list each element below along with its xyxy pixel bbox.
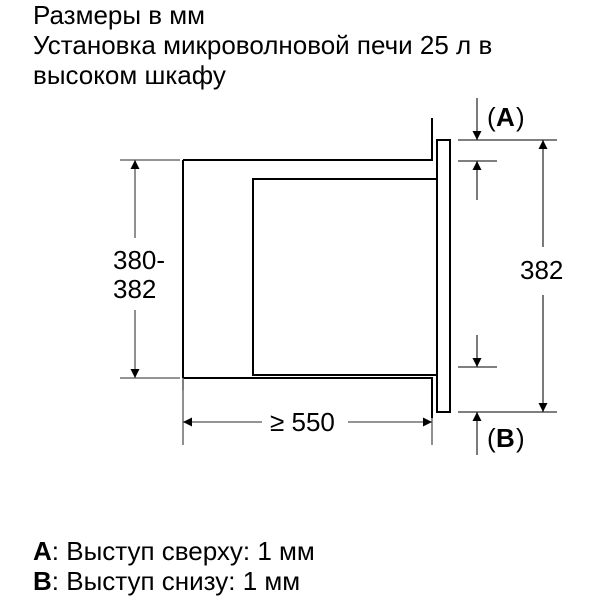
marker-a-close-paren: ) — [516, 102, 525, 132]
niche-depth-label: ≥ 550 — [270, 407, 335, 437]
cabinet-outline — [182, 118, 433, 418]
niche-height-dimension — [120, 159, 184, 390]
panel-height-label: 382 — [520, 255, 563, 285]
legend: A: Выступ сверху: 1 мм B: Выступ снизу: … — [33, 536, 315, 596]
title-line-description-cont: высоком шкафу — [33, 60, 226, 90]
legend-key-b: B — [33, 566, 52, 596]
legend-text-b: : Выступ снизу: 1 мм — [51, 566, 301, 596]
legend-item-b: B: Выступ снизу: 1 мм — [33, 566, 315, 596]
title-line-units: Размеры в мм — [33, 0, 206, 30]
microwave-body — [252, 178, 437, 376]
legend-item-a: A: Выступ сверху: 1 мм — [33, 536, 315, 566]
front-panel — [436, 139, 451, 413]
legend-text-a: : Выступ сверху: 1 мм — [51, 536, 315, 566]
niche-height-label-1: 380- — [113, 245, 165, 275]
legend-key-a: A — [33, 536, 52, 566]
panel-height-dimension — [458, 98, 557, 455]
marker-b-open-paren: ( — [487, 423, 496, 453]
marker-b-close-paren: ) — [516, 423, 525, 453]
marker-b: B — [496, 423, 515, 453]
diagram-title: Размеры в мм Установка микроволновой печ… — [33, 0, 492, 90]
niche-depth-dimension — [182, 380, 433, 445]
niche-height-label-2: 382 — [113, 274, 156, 304]
marker-a-open-paren: ( — [487, 102, 496, 132]
marker-a: A — [496, 102, 515, 132]
title-line-description: Установка микроволновой печи 25 л в — [33, 30, 493, 60]
